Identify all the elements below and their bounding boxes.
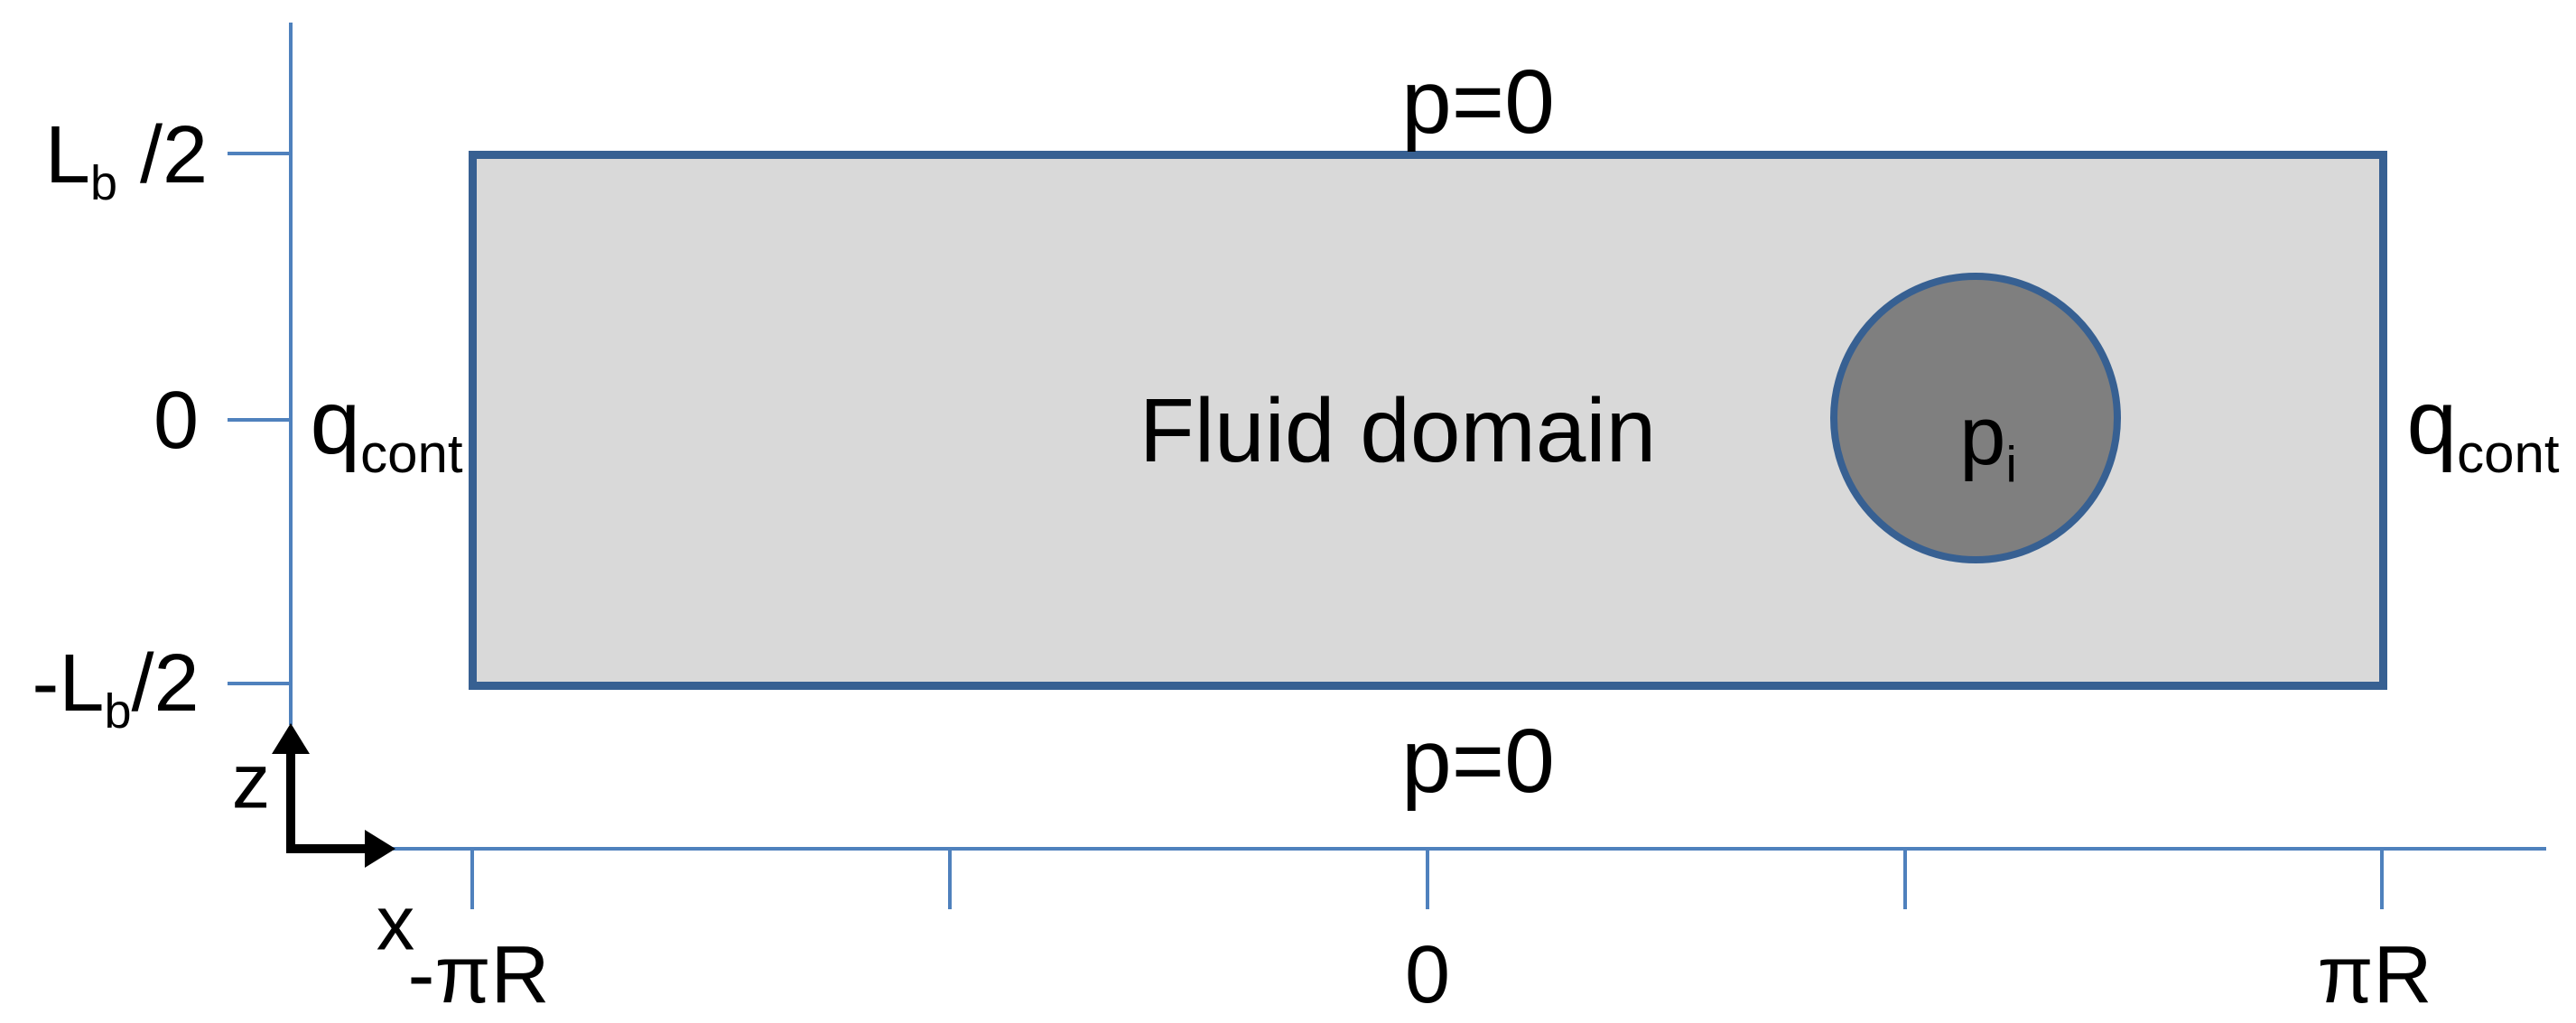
- flux-bc-right-label: qcont: [2406, 377, 2559, 481]
- p-i-sub: i: [2005, 436, 2017, 493]
- x-arrow-shaft: [286, 844, 381, 853]
- z-axis-label: z: [231, 739, 271, 825]
- x-axis-tick-pi-r: [2380, 850, 2384, 909]
- neg-lb-half-rest: /2: [131, 638, 200, 729]
- z-axis-tick-zero: [228, 418, 291, 422]
- z-tick-label-neg-lb-half: -Lb/2: [32, 643, 199, 736]
- lb-half-main: L: [44, 110, 90, 200]
- q-left-base: q: [310, 372, 361, 473]
- z-axis-tick-neg-lb-half: [228, 682, 291, 685]
- p-i-base: p: [1959, 390, 2006, 482]
- z-axis-line: [289, 23, 293, 725]
- x-axis-line: [393, 847, 2546, 851]
- x-axis-tick-neg-pi-r: [470, 850, 474, 909]
- z-tick-label-zero: 0: [153, 376, 200, 466]
- fluid-domain-label: Fluid domain: [1139, 380, 1657, 481]
- x-axis-tick-unlabeled-1: [948, 850, 952, 909]
- lb-half-sub: b: [89, 156, 118, 210]
- q-right-base: q: [2406, 372, 2458, 473]
- z-arrow-head-icon: [272, 723, 310, 754]
- x-arrow-head-icon: [365, 830, 395, 868]
- z-axis-tick-lb-half: [228, 152, 291, 155]
- pressure-bc-bottom-label: p=0: [1401, 711, 1555, 812]
- neg-lb-half-main: -L: [32, 638, 105, 729]
- x-axis-tick-unlabeled-2: [1903, 850, 1907, 909]
- x-axis-tick-zero: [1426, 850, 1429, 909]
- x-axis-label: x: [376, 880, 415, 967]
- x-tick-label-pi-r: πR: [2317, 930, 2432, 1020]
- q-left-sub: cont: [360, 423, 463, 484]
- neg-lb-half-sub: b: [104, 684, 132, 739]
- lb-half-rest: /2: [117, 110, 209, 200]
- pressure-bc-top-label: p=0: [1401, 51, 1555, 153]
- inclusion-circle: [1830, 273, 2121, 563]
- x-tick-label-zero: 0: [1404, 930, 1451, 1020]
- z-tick-label-lb-half: Lb /2: [45, 115, 208, 208]
- z-arrow-shaft: [286, 752, 295, 849]
- q-right-sub: cont: [2457, 423, 2560, 484]
- flux-bc-left-label: qcont: [310, 377, 462, 481]
- inclusion-pressure-label: pi: [1959, 395, 2016, 489]
- x-tick-label-neg-pi-r: -πR: [407, 930, 550, 1020]
